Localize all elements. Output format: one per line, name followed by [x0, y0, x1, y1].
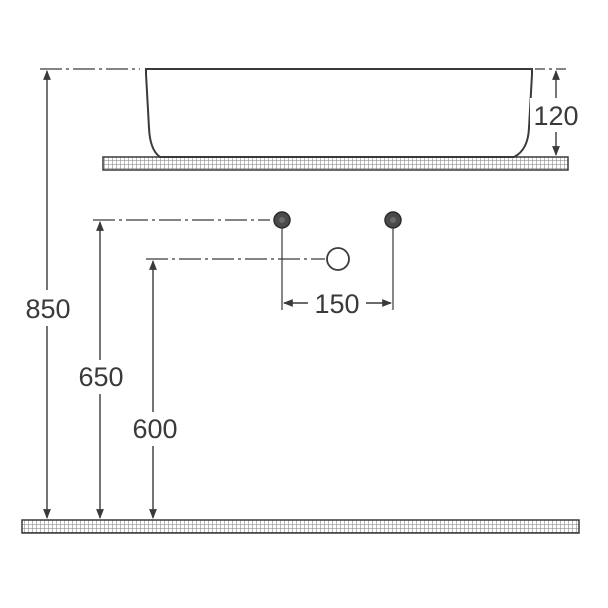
total-height-label: 850 — [25, 294, 70, 324]
pipe-spacing-label: 150 — [314, 289, 359, 319]
waste-height-label: 600 — [132, 414, 177, 444]
floor — [21, 519, 580, 534]
supply-height-label: 650 — [78, 362, 123, 392]
waste-outlet — [326, 247, 350, 271]
countertop — [102, 156, 569, 171]
basin-outline — [145, 68, 533, 158]
basin-height-label: 120 — [533, 101, 578, 131]
